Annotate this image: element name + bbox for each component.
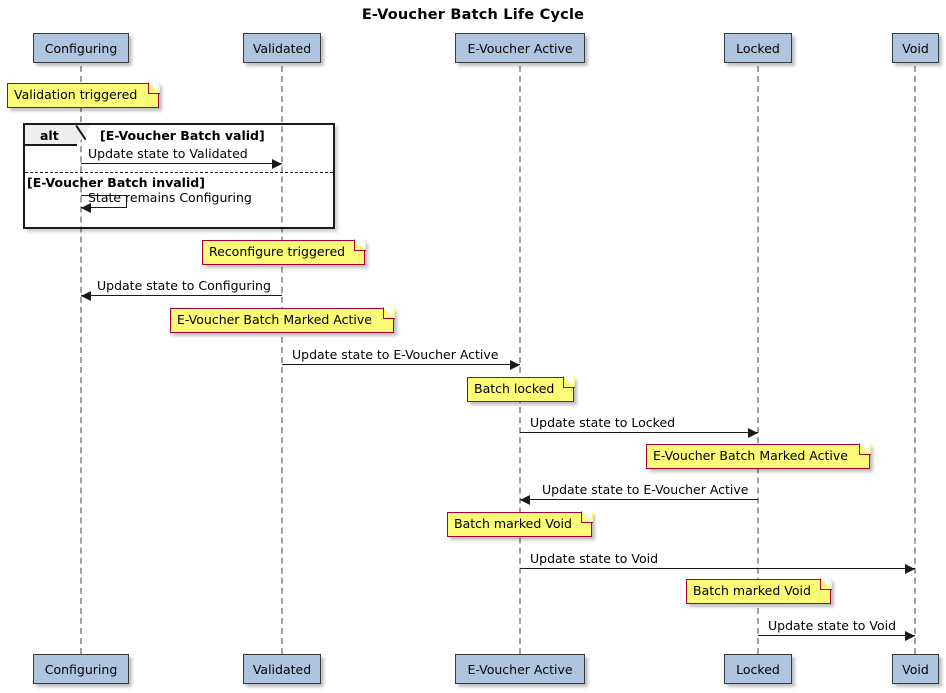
- participant-bottom-evoucher[interactable]: E-Voucher Active: [455, 654, 585, 684]
- frame-condition-else-alt-validation: [E-Voucher Batch invalid]: [27, 175, 205, 190]
- note-note-marked-active-1: E-Voucher Batch Marked Active: [170, 305, 395, 333]
- message-label-msg-update-void-1: Update state to Void: [530, 551, 659, 566]
- message-line-msg-update-locked: [520, 432, 758, 433]
- note-fold-corner: [579, 509, 593, 524]
- participant-top-locked[interactable]: Locked: [724, 33, 792, 63]
- participant-bottom-locked[interactable]: Locked: [724, 654, 792, 684]
- message-arrowhead-msg-update-validated: [272, 158, 282, 169]
- participant-label: E-Voucher Active: [467, 40, 573, 56]
- participant-bottom-configuring[interactable]: Configuring: [33, 654, 129, 684]
- frame-tab-alt-validation: [25, 125, 77, 146]
- participant-top-configuring[interactable]: Configuring: [33, 33, 129, 63]
- message-line-msg-update-void-1: [520, 568, 915, 569]
- message-arrowhead-msg-update-void-1: [905, 563, 915, 574]
- participant-top-void[interactable]: Void: [892, 33, 939, 63]
- frame-tab-slant-alt-validation: [77, 125, 91, 146]
- message-line-msg-update-configuring: [81, 295, 282, 296]
- note-note-batch-locked: Batch locked: [467, 374, 575, 402]
- message-line-msg-update-evoucher-active-1: [282, 364, 520, 365]
- participant-top-validated[interactable]: Validated: [243, 33, 321, 63]
- lifeline-locked: [757, 66, 759, 654]
- note-fold-corner: [146, 80, 160, 95]
- note-text-note-batch-void-2: Batch marked Void: [693, 583, 811, 598]
- participant-label: E-Voucher Active: [467, 661, 573, 677]
- note-fold-corner: [561, 374, 575, 389]
- note-fold-corner: [352, 237, 366, 252]
- lifeline-evoucher: [519, 66, 521, 654]
- note-text-note-batch-void-1: Batch marked Void: [454, 516, 572, 531]
- note-fold-corner: [818, 576, 832, 591]
- participant-top-evoucher[interactable]: E-Voucher Active: [455, 33, 585, 63]
- message-label-msg-state-remains-configuring: State remains Configuring: [88, 190, 252, 205]
- message-self-msg-state-remains-configuring: [81, 195, 127, 208]
- participant-label: Configuring: [44, 661, 118, 677]
- frame-condition-primary-alt-validation: [E-Voucher Batch valid]: [100, 128, 265, 143]
- note-text-note-batch-locked: Batch locked: [474, 381, 555, 396]
- diagram-title: E-Voucher Batch Life Cycle: [361, 7, 585, 23]
- message-arrowhead-msg-state-remains-configuring: [81, 203, 91, 213]
- note-note-validation-triggered: Validation triggered: [7, 80, 160, 108]
- note-text-note-reconfigure: Reconfigure triggered: [209, 244, 346, 259]
- note-note-batch-void-2: Batch marked Void: [686, 576, 832, 604]
- lifeline-void: [914, 66, 916, 654]
- participant-bottom-void[interactable]: Void: [892, 654, 939, 684]
- message-label-msg-update-validated: Update state to Validated: [88, 146, 248, 161]
- note-note-marked-active-2: E-Voucher Batch Marked Active: [646, 441, 871, 469]
- participant-label: Void: [902, 40, 929, 56]
- note-fold-corner: [381, 305, 395, 320]
- message-label-msg-update-locked: Update state to Locked: [530, 415, 676, 430]
- lifeline-validated: [281, 66, 283, 654]
- message-label-msg-update-evoucher-active-2: Update state to E-Voucher Active: [542, 482, 749, 497]
- note-note-reconfigure: Reconfigure triggered: [202, 237, 366, 265]
- note-text-note-validation-triggered: Validation triggered: [14, 87, 138, 102]
- message-arrowhead-msg-update-locked: [748, 427, 758, 438]
- message-arrowhead-msg-update-evoucher-active-1: [510, 359, 520, 370]
- participant-label: Validated: [252, 40, 312, 56]
- lifeline-configuring: [80, 66, 82, 654]
- frame-alt-validation: [23, 123, 335, 229]
- note-text-note-marked-active-1: E-Voucher Batch Marked Active: [177, 312, 372, 327]
- message-label-msg-update-configuring: Update state to Configuring: [97, 278, 271, 293]
- message-line-msg-update-void-2: [758, 635, 915, 636]
- participant-label: Locked: [736, 40, 780, 56]
- participant-label: Validated: [252, 661, 312, 677]
- note-text-note-marked-active-2: E-Voucher Batch Marked Active: [653, 448, 848, 463]
- message-label-msg-update-evoucher-active-1: Update state to E-Voucher Active: [292, 347, 499, 362]
- participant-label: Configuring: [44, 40, 118, 56]
- message-arrowhead-msg-update-void-2: [905, 630, 915, 641]
- participant-label: Locked: [736, 661, 780, 677]
- message-line-msg-update-validated: [81, 163, 282, 164]
- message-arrowhead-msg-update-evoucher-active-2: [520, 494, 530, 505]
- participant-bottom-validated[interactable]: Validated: [243, 654, 321, 684]
- note-note-batch-void-1: Batch marked Void: [447, 509, 593, 537]
- message-line-msg-update-evoucher-active-2: [520, 499, 758, 500]
- frame-label-alt-validation: alt: [40, 128, 59, 143]
- message-arrowhead-msg-update-configuring: [81, 290, 91, 301]
- message-label-msg-update-void-2: Update state to Void: [768, 618, 897, 633]
- participant-label: Void: [902, 661, 929, 677]
- frame-divider-alt-validation: [25, 172, 333, 173]
- note-fold-corner: [857, 441, 871, 456]
